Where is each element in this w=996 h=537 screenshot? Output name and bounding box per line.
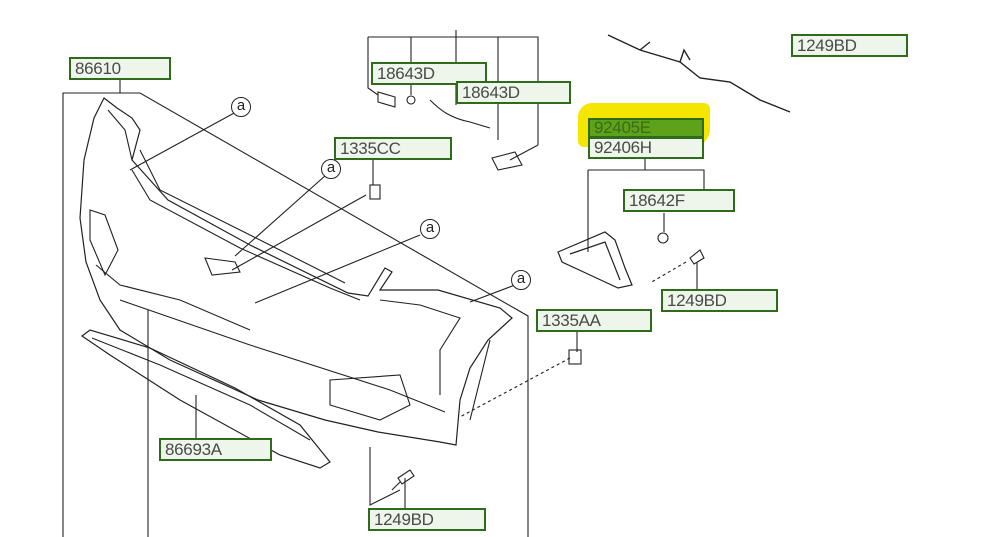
marker-line-5 bbox=[231, 194, 367, 271]
screw-lamp bbox=[689, 249, 705, 265]
leader-86693a bbox=[147, 310, 197, 537]
marker-line-4 bbox=[469, 284, 516, 303]
clip-1335cc bbox=[369, 184, 381, 200]
marker-line-3 bbox=[254, 234, 421, 304]
socket-right bbox=[491, 151, 523, 171]
reference-marker-a: a bbox=[511, 270, 531, 290]
part-label-86610[interactable]: 86610 bbox=[69, 57, 171, 80]
part-label-86693a[interactable]: 86693A bbox=[159, 438, 272, 461]
part-label-92406h[interactable]: 92406H bbox=[588, 137, 704, 159]
part-label-1335aa[interactable]: 1335AA bbox=[536, 309, 652, 332]
wiring-harness bbox=[607, 34, 791, 113]
part-label-1249bd-lamp[interactable]: 1249BD bbox=[661, 289, 778, 312]
clip-1335aa bbox=[568, 349, 582, 365]
leader-92406h-tree bbox=[587, 158, 705, 252]
marker-line-1 bbox=[129, 111, 237, 171]
lower-skirt bbox=[80, 329, 331, 469]
leader-1249bd-lamp-dash bbox=[649, 261, 687, 284]
reflector-lamp bbox=[557, 231, 633, 289]
part-label-1249bd-bottom[interactable]: 1249BD bbox=[368, 508, 486, 531]
wire-pigtail bbox=[429, 99, 491, 129]
part-label-18643d-left[interactable]: 18643D bbox=[371, 62, 487, 85]
leader-86610 bbox=[62, 80, 529, 537]
socket-left bbox=[377, 91, 396, 108]
bumper-cover bbox=[79, 97, 513, 446]
marker-line-2 bbox=[234, 174, 327, 257]
leader-1335aa-dash bbox=[457, 357, 571, 419]
part-label-1335cc[interactable]: 1335CC bbox=[334, 137, 452, 160]
part-label-18642f[interactable]: 18642F bbox=[623, 189, 735, 212]
bulb-top-small bbox=[406, 95, 416, 105]
part-label-92405e[interactable]: 92405E bbox=[588, 118, 704, 138]
part-label-1249bd-harness[interactable]: 1249BD bbox=[791, 34, 908, 57]
reference-marker-a: a bbox=[420, 219, 440, 239]
part-label-18643d-right[interactable]: 18643D bbox=[456, 81, 571, 104]
screw-bottom bbox=[391, 469, 415, 491]
bulb-18642f bbox=[657, 232, 669, 244]
reference-marker-a: a bbox=[321, 159, 341, 179]
reference-marker-a: a bbox=[231, 97, 251, 117]
leader-1249bd-bottom bbox=[369, 447, 406, 510]
